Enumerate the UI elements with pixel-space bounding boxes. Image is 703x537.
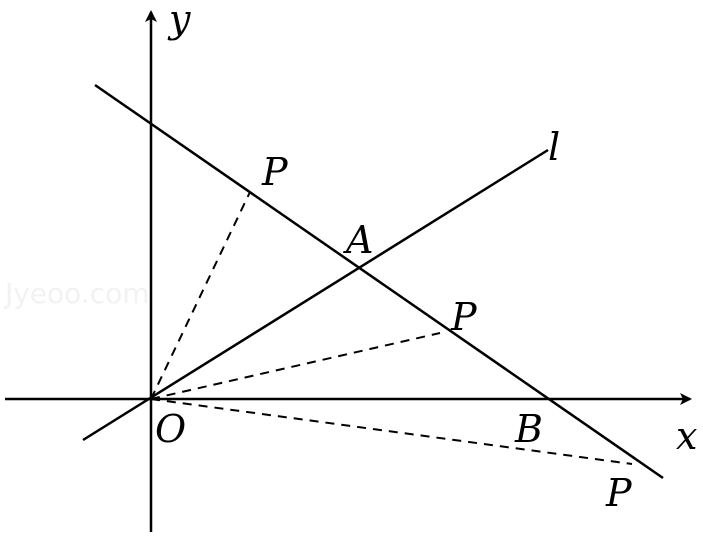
watermark: Jyeoo.com: [3, 277, 150, 310]
point-p-upper-label: P: [261, 150, 289, 194]
x-axis-label: x: [676, 414, 697, 458]
y-axis-label: y: [167, 0, 191, 41]
line-l: [82, 148, 549, 442]
point-p-lower-label: P: [605, 471, 633, 515]
line-l-label: l: [548, 125, 560, 169]
origin-label: O: [155, 407, 186, 451]
line-ab: [94, 83, 664, 480]
point-p-middle-label: P: [450, 295, 478, 339]
dashed-op-lower: [150, 398, 633, 465]
dashed-op-middle: [150, 332, 441, 400]
point-b-label: B: [514, 407, 543, 451]
point-a-label: A: [343, 218, 373, 262]
dashed-op-upper: [150, 191, 251, 400]
